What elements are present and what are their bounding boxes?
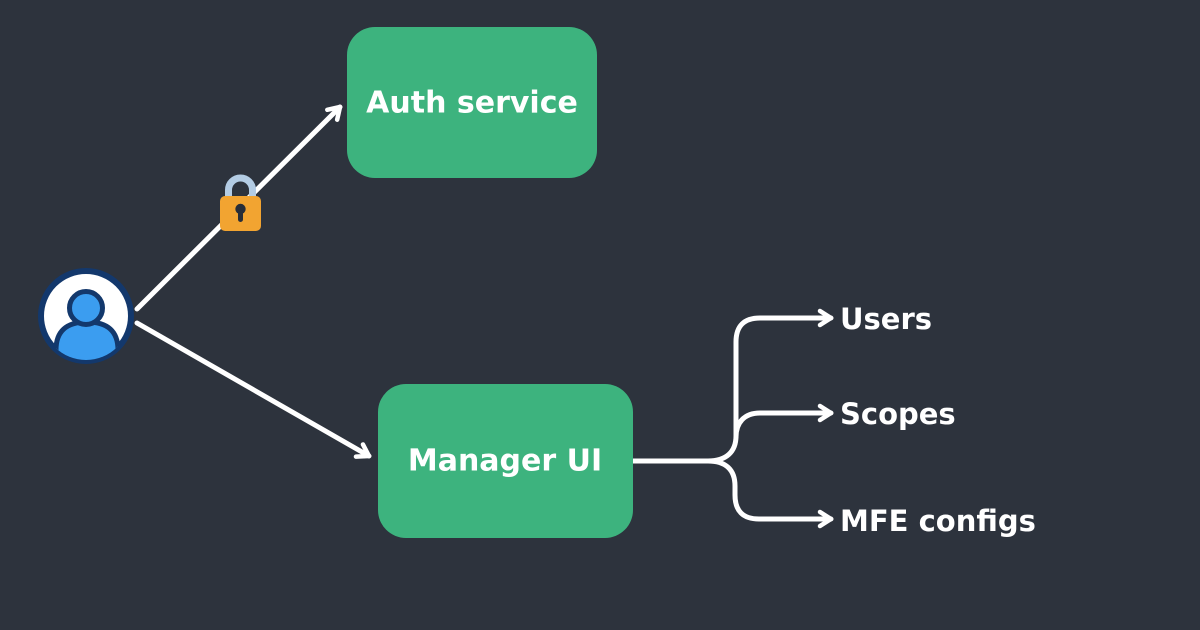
edge-user-to-manager xyxy=(134,320,372,459)
padlock-keyhole-stem xyxy=(238,210,243,222)
node-auth-service-box xyxy=(347,27,597,178)
node-auth-service: Auth service xyxy=(347,27,597,178)
user-avatar-icon xyxy=(38,268,134,364)
padlock-icon xyxy=(220,174,261,231)
node-manager-ui-label: Manager UI xyxy=(408,444,602,479)
user-avatar-head xyxy=(67,289,105,327)
output-label-mfe-configs: MFE configs xyxy=(840,504,1036,538)
node-manager-ui-box xyxy=(378,384,633,538)
padlock-shackle xyxy=(225,174,256,202)
edge-manager-to-mfe-configs xyxy=(705,458,834,529)
user-avatar-body xyxy=(53,319,121,360)
node-auth-service-label: Auth service xyxy=(366,86,578,121)
padlock-keyhole xyxy=(235,203,246,215)
edge-manager-to-users xyxy=(630,308,834,464)
edge-manager-to-scopes xyxy=(733,403,834,440)
output-label-scopes: Scopes xyxy=(840,397,956,431)
output-label-users: Users xyxy=(840,302,932,336)
node-manager-ui: Manager UI xyxy=(378,384,633,538)
